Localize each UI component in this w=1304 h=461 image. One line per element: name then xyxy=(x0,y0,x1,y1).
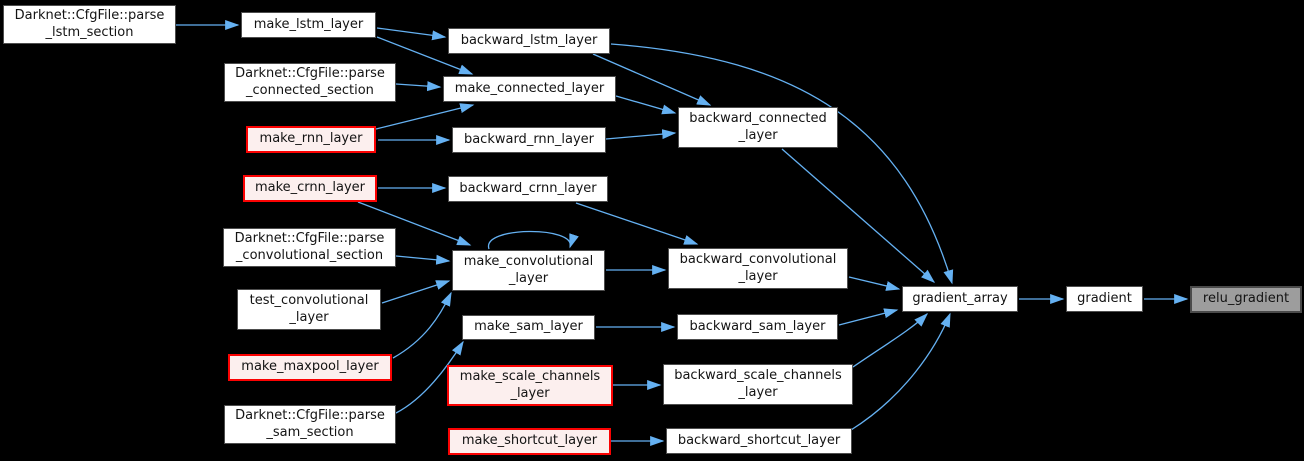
node-make-convolutional-layer[interactable]: make_convolutional _layer xyxy=(452,250,605,291)
node-backward-sam-layer[interactable]: backward_sam_layer xyxy=(677,314,838,340)
node-backward-crnn-layer[interactable]: backward_crnn_layer xyxy=(448,176,608,202)
node-test-convolutional-layer[interactable]: test_convolutional _layer xyxy=(237,289,381,330)
node-parse-lstm-section[interactable]: Darknet::CfgFile::parse _lstm_section xyxy=(3,5,176,44)
edge-make-crnn-to-make-conv xyxy=(357,201,472,246)
edge-parse-connected-to-make-connected xyxy=(395,81,442,92)
node-make-lstm-layer[interactable]: make_lstm_layer xyxy=(241,12,376,38)
node-make-scale-channels-layer[interactable]: make_scale_channels _layer xyxy=(447,365,613,406)
node-parse-sam-section[interactable]: Darknet::CfgFile::parse _sam_section xyxy=(224,405,396,444)
node-make-crnn-layer[interactable]: make_crnn_layer xyxy=(243,175,377,202)
edge-backward-crnn-to-backward-conv xyxy=(575,202,699,245)
node-backward-rnn-layer[interactable]: backward_rnn_layer xyxy=(452,127,606,153)
node-make-maxpool-layer[interactable]: make_maxpool_layer xyxy=(228,354,392,381)
edge-backward-scale-to-gradient-array xyxy=(852,312,929,368)
edge-test-conv-to-make-conv xyxy=(381,280,451,304)
node-backward-shortcut-layer[interactable]: backward_shortcut_layer xyxy=(666,428,852,454)
node-parse-connected-section[interactable]: Darknet::CfgFile::parse _connected_secti… xyxy=(224,63,396,102)
node-backward-convolutional-layer[interactable]: backward_convolutional _layer xyxy=(668,248,848,289)
edge-maxpool-to-make-conv xyxy=(392,291,452,359)
edge-parse-sam-to-make-sam xyxy=(395,340,464,414)
edge-make-lstm-to-backward-lstm xyxy=(376,27,447,41)
node-gradient[interactable]: gradient xyxy=(1066,286,1143,312)
edge-backward-rnn-to-backward-connected xyxy=(605,129,677,140)
node-relu-gradient: relu_gradient xyxy=(1190,286,1302,313)
edge-backward-lstm-to-backward-connected xyxy=(592,53,712,106)
node-make-shortcut-layer[interactable]: make_shortcut_layer xyxy=(448,428,611,455)
edge-backward-conv-to-gradient-array xyxy=(848,276,901,291)
node-backward-connected-layer[interactable]: backward_connected _layer xyxy=(678,107,838,148)
node-backward-lstm-layer[interactable]: backward_lstm_layer xyxy=(448,28,610,54)
node-make-connected-layer[interactable]: make_connected_layer xyxy=(443,76,616,102)
edge-backward-shortcut-to-gradient-array xyxy=(850,312,951,431)
edge-make-connected-to-backward-connected xyxy=(615,95,677,115)
edge-make-lstm-to-make-connected xyxy=(376,36,474,75)
edge-make-rnn-to-make-connected xyxy=(375,103,475,130)
edge-make-conv-self-loop xyxy=(488,230,579,250)
node-make-sam-layer[interactable]: make_sam_layer xyxy=(462,315,595,340)
node-gradient-array[interactable]: gradient_array xyxy=(902,286,1018,312)
node-backward-scale-channels-layer[interactable]: backward_scale_channels _layer xyxy=(663,364,853,405)
node-make-rnn-layer[interactable]: make_rnn_layer xyxy=(246,126,376,153)
node-parse-convolutional-section[interactable]: Darknet::CfgFile::parse _convolutional_s… xyxy=(223,228,396,267)
edge-backward-sam-to-gradient-array xyxy=(838,308,899,326)
edge-backward-connected-to-gradient-array xyxy=(781,148,936,283)
edge-parse-conv-to-make-conv xyxy=(395,254,451,265)
